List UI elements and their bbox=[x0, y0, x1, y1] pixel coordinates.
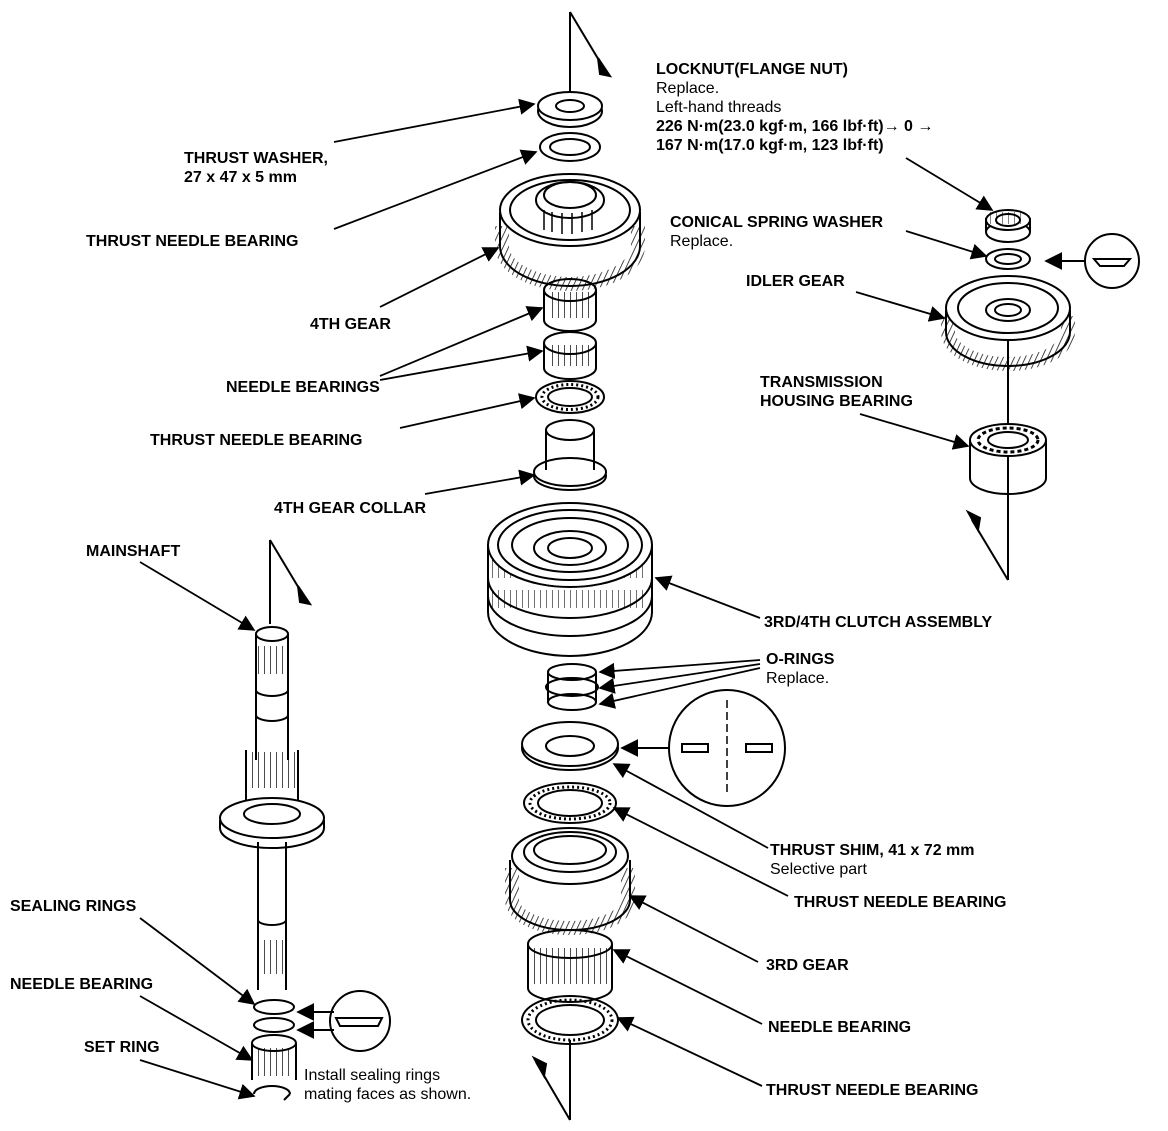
thrust-needle-bearing-top-label: THRUST NEEDLE BEARING bbox=[86, 233, 299, 250]
locknut-torque-2: 167 N·m(17.0 kgf·m, 123 lbf·ft) bbox=[656, 137, 884, 154]
conical-spring-washer-note: Replace. bbox=[670, 233, 734, 250]
needle-bearing-lower-label: NEEDLE BEARING bbox=[768, 1019, 912, 1036]
fourth-gear-collar-icon bbox=[533, 419, 607, 491]
third-gear-label: 3RD GEAR bbox=[766, 957, 849, 974]
sealing-rings-label: SEALING RINGS bbox=[10, 898, 137, 915]
housing-bearing-line-1: TRANSMISSION bbox=[760, 374, 883, 391]
transmission-housing-bearing-label: TRANSMISSION HOUSING BEARING bbox=[760, 373, 913, 411]
fourth-gear-collar-label: 4TH GEAR COLLAR bbox=[274, 500, 426, 517]
needle-bearing-lower-icon bbox=[543, 331, 597, 380]
idler-gear-icon bbox=[941, 275, 1075, 371]
locknut-label: LOCKNUT(FLANGE NUT) Replace. Left-hand t… bbox=[656, 60, 933, 155]
install-note-line-2: mating faces as shown. bbox=[304, 1086, 472, 1103]
idler-gear-label: IDLER GEAR bbox=[746, 273, 845, 290]
center-shaft-axis-icon bbox=[531, 11, 613, 1121]
mainshaft-axis-icon bbox=[269, 539, 313, 624]
clutch-assembly-icon bbox=[487, 502, 653, 657]
thrust-washer-icon bbox=[537, 91, 603, 128]
locknut-title: LOCKNUT(FLANGE NUT) bbox=[656, 61, 848, 78]
mainshaft-icon bbox=[219, 626, 325, 1101]
locknut-torque-1: 226 N·m(23.0 kgf·m, 166 lbf·ft)→ 0 → bbox=[656, 118, 934, 135]
thrust-shim-detail-circle-icon bbox=[620, 689, 786, 807]
fourth-gear-label: 4TH GEAR bbox=[310, 316, 391, 333]
locknut-icon bbox=[985, 209, 1031, 243]
set-ring-label: SET RING bbox=[84, 1039, 160, 1056]
third-gear-icon bbox=[505, 827, 635, 935]
install-note-label: Install sealing rings mating faces as sh… bbox=[304, 1066, 471, 1104]
needle-bearings-label: NEEDLE BEARINGS bbox=[226, 379, 380, 396]
mainshaft-label: MAINSHAFT bbox=[86, 543, 181, 560]
thrust-shim-title: THRUST SHIM, 41 x 72 mm bbox=[770, 842, 975, 859]
thrust-shim-label: THRUST SHIM, 41 x 72 mm Selective part bbox=[770, 841, 975, 879]
conical-washer-detail-circle-icon bbox=[1044, 233, 1140, 289]
conical-spring-washer-label: CONICAL SPRING WASHER Replace. bbox=[670, 213, 883, 251]
conical-spring-washer-title: CONICAL SPRING WASHER bbox=[670, 214, 884, 231]
thrust-washer-label: THRUST WASHER, 27 x 47 x 5 mm bbox=[184, 149, 328, 187]
thrust-washer-title: THRUST WASHER, bbox=[184, 150, 328, 167]
thrust-needle-bearing-mid-label: THRUST NEEDLE BEARING bbox=[150, 432, 363, 449]
conical-spring-washer-icon bbox=[985, 248, 1031, 270]
thrust-washer-size: 27 x 47 x 5 mm bbox=[184, 169, 297, 186]
housing-bearing-line-2: HOUSING BEARING bbox=[760, 393, 913, 410]
locknut-thread-note: Left-hand threads bbox=[656, 99, 782, 116]
thrust-needle-bearing-mid-icon bbox=[535, 380, 605, 414]
needle-bearing-upper-icon bbox=[543, 278, 597, 332]
thrust-shim-icon bbox=[521, 721, 619, 771]
install-note-line-1: Install sealing rings bbox=[304, 1067, 441, 1084]
o-rings-icon bbox=[545, 663, 599, 711]
thrust-needle-bearing-bottom-label: THRUST NEEDLE BEARING bbox=[766, 1082, 979, 1099]
o-rings-label: O-RINGS Replace. bbox=[766, 650, 834, 688]
o-rings-note: Replace. bbox=[766, 670, 830, 687]
sealing-ring-detail-circle-icon bbox=[296, 990, 391, 1052]
thrust-needle-bearing-lower-label: THRUST NEEDLE BEARING bbox=[794, 894, 1007, 911]
thrust-needle-bearing-bottom-icon bbox=[521, 995, 619, 1045]
needle-bearing-left-label: NEEDLE BEARING bbox=[10, 976, 154, 993]
transmission-housing-bearing-icon bbox=[969, 423, 1047, 495]
locknut-replace-note: Replace. bbox=[656, 80, 720, 97]
thrust-shim-note: Selective part bbox=[770, 861, 867, 878]
fourth-gear-icon bbox=[495, 173, 645, 291]
clutch-assembly-label: 3RD/4TH CLUTCH ASSEMBLY bbox=[764, 614, 993, 631]
thrust-needle-bearing-lower-icon bbox=[523, 782, 617, 824]
leader-lines bbox=[139, 98, 994, 1100]
o-rings-title: O-RINGS bbox=[766, 651, 835, 668]
thrust-needle-bearing-top-icon bbox=[539, 132, 601, 162]
needle-bearing-third-gear-icon bbox=[527, 929, 613, 1003]
